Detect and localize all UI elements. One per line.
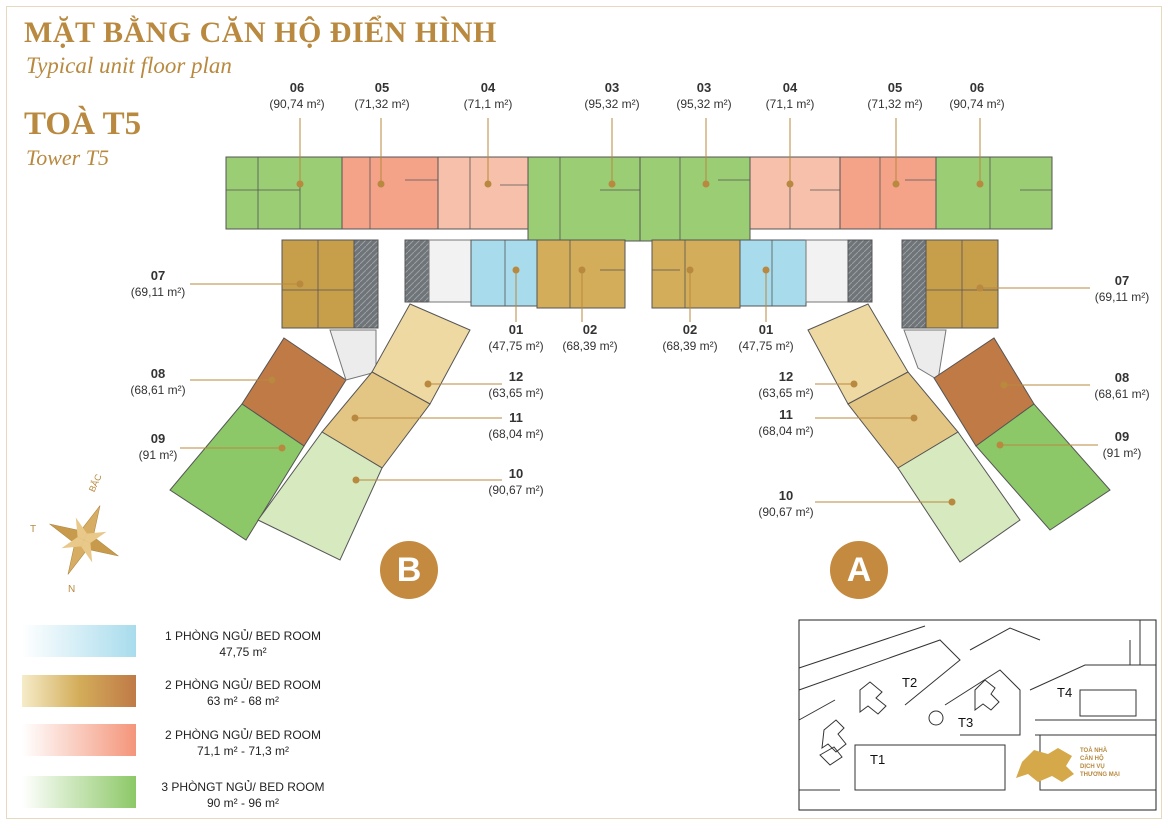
label-unit-09-right: 09(91 m²) [1102,429,1142,460]
label-unit-07-right: 07(69,11 m²) [1094,273,1150,304]
label-unit-12-b: 12(63,65 m²) [488,369,544,400]
unit-04-left[interactable] [437,156,529,230]
tower-subtitle: Tower T5 [26,145,109,170]
page-frame [6,6,1162,819]
stair-core [903,329,947,381]
unit-04-right[interactable] [749,156,841,230]
label-unit-10-a: 10(90,67 m²) [758,488,814,519]
unit-02-right[interactable] [651,239,741,309]
stair-core [404,239,430,303]
unit-06-left[interactable] [225,156,343,230]
site-map [798,619,1157,811]
label-unit-08-left: 08(68,61 m²) [130,366,186,397]
page-subtitle: Typical unit floor plan [26,53,232,78]
site-label-t2: T2 [902,675,918,690]
legend-swatch-1br [22,625,136,657]
unit-09-left[interactable] [169,403,305,541]
legend-swatch-2br-large [22,724,136,756]
block-a-label: A [846,551,872,589]
unit-02-left[interactable] [536,239,626,309]
stair-core [353,239,379,329]
label-unit-03-right: 03(95,32 m²) [676,80,732,111]
site-label-t1: T1 [870,752,886,767]
label-unit-05-right: 05(71,32 m²) [867,80,923,111]
page-title: MẶT BẰNG CĂN HỘ ĐIỂN HÌNH [24,16,497,49]
service-building-icon [1016,748,1074,782]
label-unit-04-right: 04(71,1 m²) [765,80,815,111]
tower-title: TOÀ T5 [24,106,142,142]
legend-swatch-2br-small [22,675,136,707]
site-label-t4: T4 [1057,685,1073,700]
label-unit-02-left: 02(68,39 m²) [562,322,618,353]
label-unit-11-a: 11(68,04 m²) [758,407,814,438]
unit-03-right[interactable] [639,156,751,242]
label-unit-01-left: 01(47,75 m²) [488,322,544,353]
label-unit-02-right: 02(68,39 m²) [662,322,718,353]
label-unit-05-left: 05(71,32 m²) [354,80,410,111]
unit-01-right[interactable] [739,239,807,307]
label-unit-04-left: 04(71,1 m²) [463,80,513,111]
stair-core [901,239,927,329]
compass-north-label: N [68,584,76,595]
label-unit-01-right: 01(47,75 m²) [738,322,794,353]
lift-lobby [428,239,472,303]
label-unit-07-left: 07(69,11 m²) [130,268,186,299]
compass-rose-icon [49,505,119,575]
unit-06-right[interactable] [935,156,1053,230]
label-unit-12-a: 12(63,65 m²) [758,369,814,400]
label-unit-06-right: 06(90,74 m²) [949,80,1005,111]
stair-core [329,329,377,381]
unit-10-left[interactable] [257,431,383,561]
site-label-t3: T3 [958,715,974,730]
legend-swatch-3br [22,776,136,808]
label-unit-09-left: 09(91 m²) [138,431,178,462]
label-unit-03-left: 03(95,32 m²) [584,80,640,111]
block-a-marker [830,541,888,599]
label-unit-10-b: 10(90,67 m²) [488,466,544,497]
label-unit-11-b: 11(68,04 m²) [488,410,544,441]
unit-01-left[interactable] [470,239,538,307]
label-unit-08-right: 08(68,61 m²) [1094,370,1150,401]
compass-west-label: T [30,524,37,535]
label-unit-06-left: 06(90,74 m²) [269,80,325,111]
block-b-marker [380,541,438,599]
unit-09-right[interactable] [975,403,1111,531]
block-b-label: B [396,551,422,589]
unit-03-left[interactable] [527,156,641,242]
unit-10-right[interactable] [897,431,1021,563]
lift-lobby [805,239,849,303]
unit-05-right[interactable] [839,156,937,230]
stair-core [847,239,873,303]
unit-05-left[interactable] [341,156,439,230]
